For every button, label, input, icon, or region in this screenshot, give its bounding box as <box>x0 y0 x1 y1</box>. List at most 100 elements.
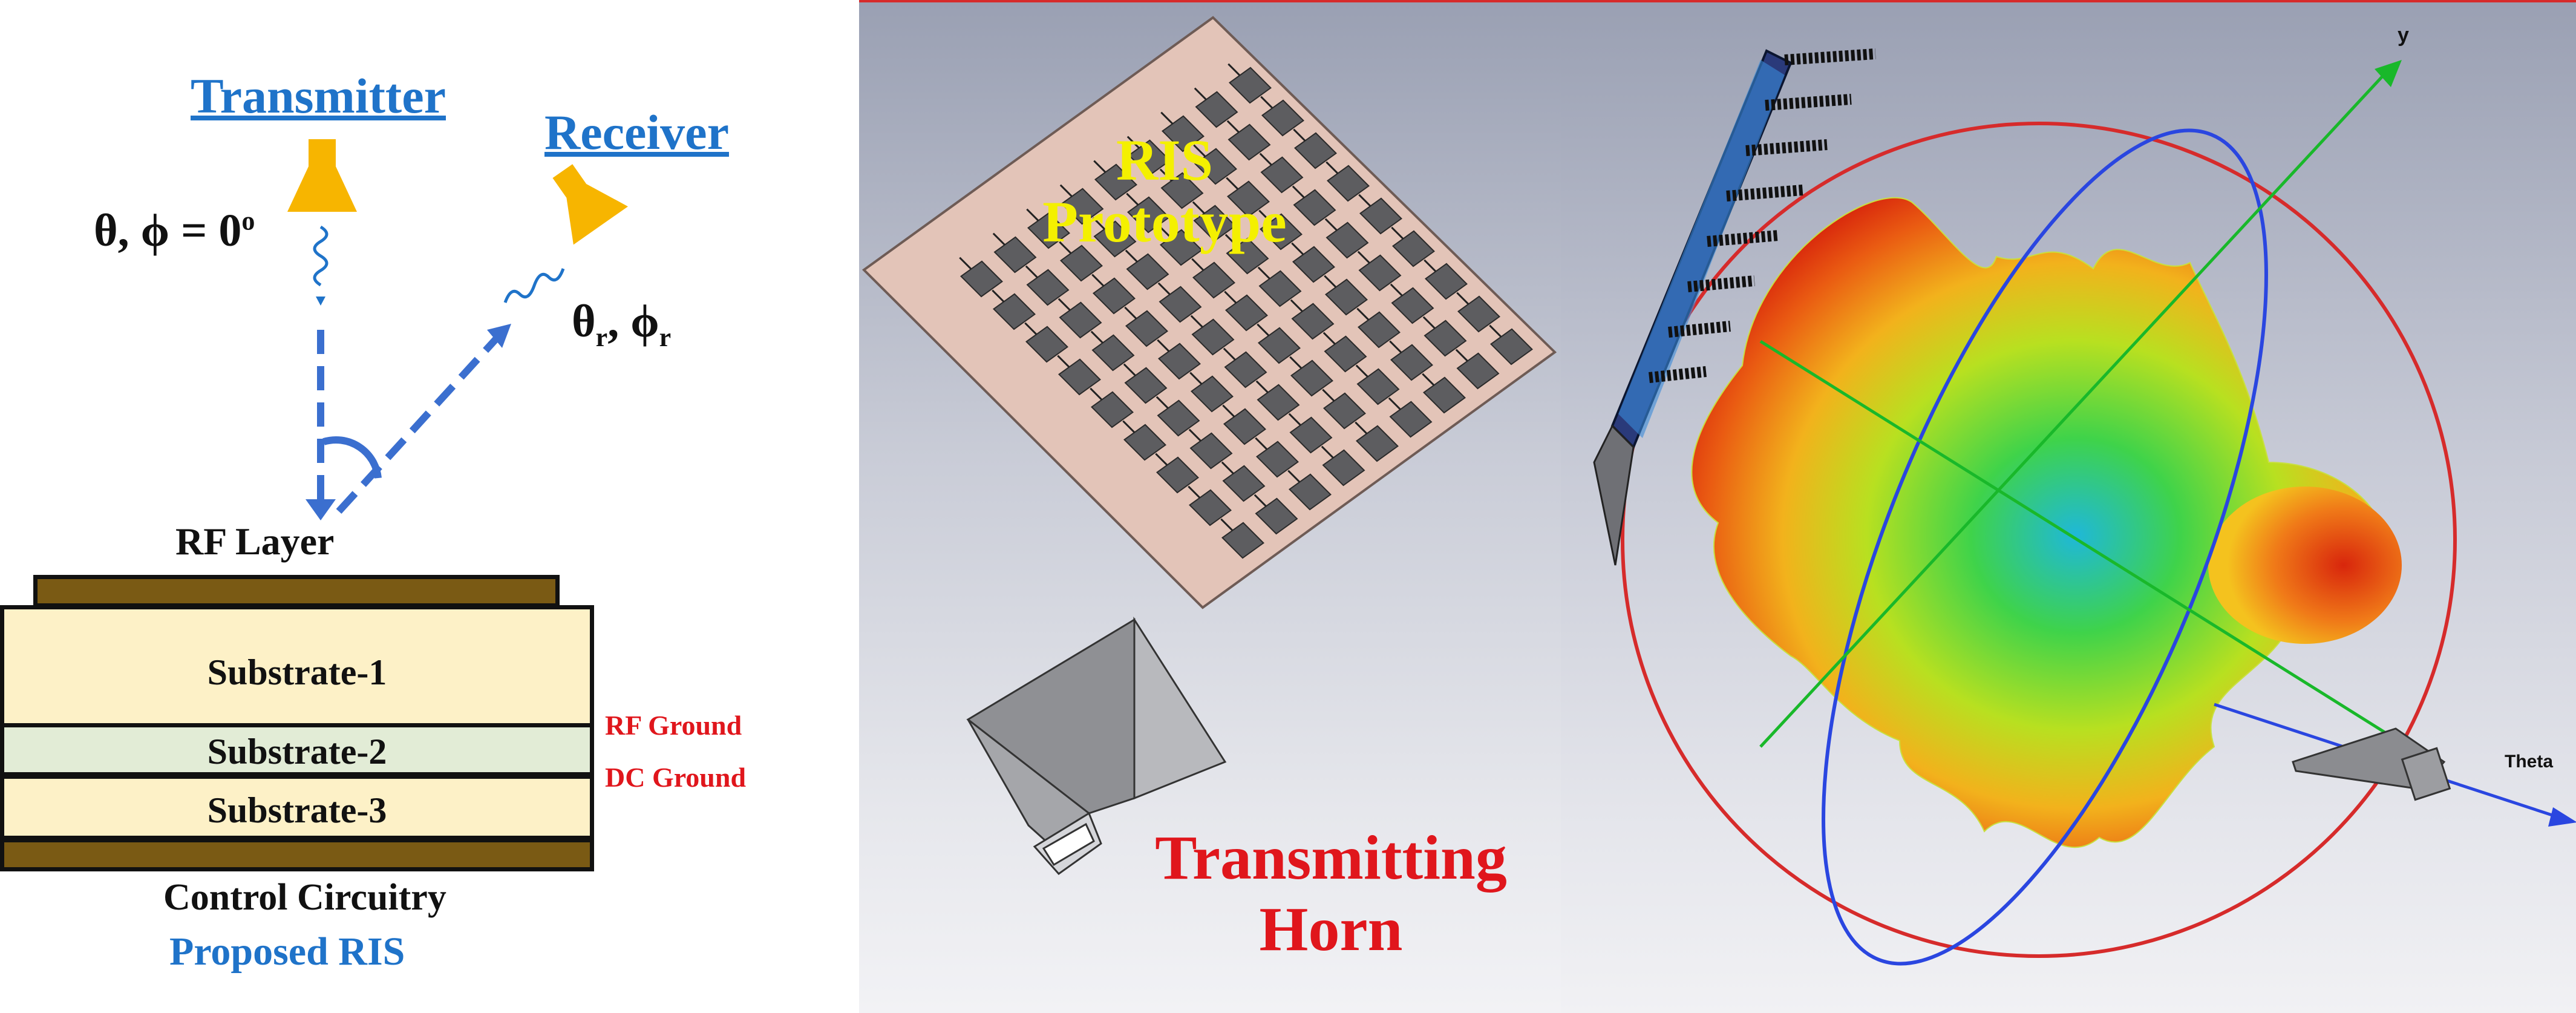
unit-cell-feed-line <box>1025 265 1038 278</box>
ris-unit-cell <box>1227 180 1270 218</box>
bias-wire <box>1765 94 1852 111</box>
unit-cell-feed-line <box>1160 111 1174 125</box>
ris-unit-cell <box>1224 351 1267 388</box>
ris-unit-cell <box>1128 139 1171 177</box>
phi-circle <box>1822 128 2268 966</box>
transmitting-horn-model <box>966 616 1227 876</box>
ris-unit-cell <box>1026 269 1070 306</box>
ris-unit-cell <box>1255 497 1298 535</box>
ris-unit-cell <box>1423 376 1466 414</box>
ris-unit-cell <box>1162 115 1205 152</box>
unit-cell-feed-line <box>1388 397 1401 410</box>
ris-label-line1: RIS <box>1116 128 1214 192</box>
ris-board <box>861 16 1557 609</box>
unit-cell-feed-line <box>1390 283 1403 297</box>
ris-unit-cell <box>1392 230 1435 267</box>
ris-unit-cell <box>1160 172 1204 209</box>
rf-layer-label: RF Layer <box>175 520 335 563</box>
dc-ground-label: DC Ground <box>605 762 747 793</box>
ris-unit-cell <box>1124 367 1168 404</box>
ris-unit-cell <box>1260 156 1304 194</box>
unit-cell-feed-line <box>1287 470 1301 483</box>
unit-cell-feed-line <box>1258 209 1272 223</box>
unit-cell-feed-line <box>1322 332 1336 345</box>
unit-cell-feed-line <box>1194 87 1207 100</box>
ris-unit-cell <box>1059 301 1102 339</box>
control-circuitry-label: Control Circuitry <box>163 877 446 918</box>
ris-unit-cell <box>1195 91 1238 128</box>
ris-unit-cell <box>1229 67 1272 104</box>
bias-wire <box>1784 48 1876 65</box>
ris-unit-cell <box>1291 303 1335 340</box>
receiver-horn-icon <box>552 164 628 245</box>
ris-unit-cell <box>1457 295 1500 333</box>
unit-cell-feed-line <box>1026 208 1039 221</box>
ris-unit-cell <box>1191 318 1235 356</box>
ris-unit-cell <box>1094 163 1137 201</box>
ris-unit-cell <box>1358 254 1402 292</box>
unit-cell-feed-line <box>1321 445 1334 459</box>
ris-unit-cell <box>1323 392 1366 430</box>
reference-circle <box>1621 122 2457 958</box>
bias-wire <box>1649 366 1707 383</box>
unit-cell-feed-line <box>1389 340 1402 353</box>
horn-label-line1: Transmitting <box>1155 823 1507 893</box>
unit-cell-feed-line <box>1188 428 1201 442</box>
substrate-3: Substrate-3 <box>0 775 594 840</box>
unit-cell-feed-line <box>1190 315 1203 328</box>
unit-cell-feed-line <box>1455 349 1468 362</box>
unit-cell-feed-line <box>1322 388 1335 402</box>
ris-unit-cell <box>1159 286 1202 323</box>
unit-cell-feed-line <box>1157 339 1170 352</box>
substrate-2: Substrate-2 <box>0 723 594 776</box>
unit-cell-feed-line <box>1324 275 1337 288</box>
ris-unit-cell <box>993 293 1036 330</box>
unit-cell-feed-line <box>1326 161 1339 174</box>
unit-cell-feed-line <box>1156 396 1169 409</box>
ris-unit-cell <box>1359 197 1402 235</box>
unit-cell-feed-line <box>1289 356 1303 369</box>
unit-cell-feed-line <box>1224 290 1237 304</box>
unit-cell-feed-line <box>1391 226 1404 240</box>
ris-unit-cell <box>1389 401 1433 438</box>
ris-unit-cell <box>1258 327 1301 364</box>
ris-unit-cell <box>1356 425 1399 462</box>
unit-cell-feed-line <box>1220 518 1234 531</box>
substrate-1: Substrate-1 <box>0 605 594 727</box>
unit-cell-feed-line <box>1092 217 1105 230</box>
unit-cell-feed-line <box>1324 218 1338 231</box>
unit-cell-feed-line <box>1188 485 1201 499</box>
ris-unit-cell <box>993 236 1037 274</box>
rf-layer <box>33 575 560 608</box>
ris-unit-cell <box>1325 278 1368 316</box>
schematic-graphics <box>287 139 628 520</box>
ris-unit-cell <box>1456 352 1500 390</box>
ris-unit-cell <box>1257 384 1300 421</box>
unit-cell-feed-line <box>1422 373 1435 386</box>
ris-unit-cell <box>1093 277 1136 315</box>
ris-unit-cell <box>1027 212 1070 249</box>
unit-cell-feed-line <box>1059 241 1072 254</box>
ris-unit-cell <box>1189 489 1232 526</box>
unit-cell-feed-line <box>1257 323 1270 336</box>
reflected-angle-label: θr, ϕr <box>572 296 672 353</box>
proposed-ris-label: Proposed RIS <box>169 929 405 974</box>
ris-unit-cell <box>1226 237 1269 275</box>
transmitter-label: Transmitter <box>191 68 446 123</box>
ris-unit-cell <box>1292 246 1335 283</box>
unit-cell-feed-line <box>992 289 1005 303</box>
ris-unit-cell <box>1222 465 1266 502</box>
unit-cell-feed-line <box>1057 355 1070 368</box>
angle-arc <box>322 436 382 479</box>
bias-wire <box>1726 185 1803 202</box>
receiver-label: Receiver <box>544 105 729 160</box>
transmitting-horn-label: Transmitting Horn <box>1143 822 1518 965</box>
unit-cell-feed-line <box>1159 225 1172 238</box>
unit-cell-feed-line <box>1226 177 1239 190</box>
ris-unit-cell <box>1193 205 1237 242</box>
unit-cell-feed-line <box>959 257 972 270</box>
ris-unit-cell <box>1228 123 1271 161</box>
ris-unit-cell <box>1225 294 1268 332</box>
unit-cell-feed-line <box>1254 494 1267 507</box>
bias-wire <box>1745 139 1828 156</box>
